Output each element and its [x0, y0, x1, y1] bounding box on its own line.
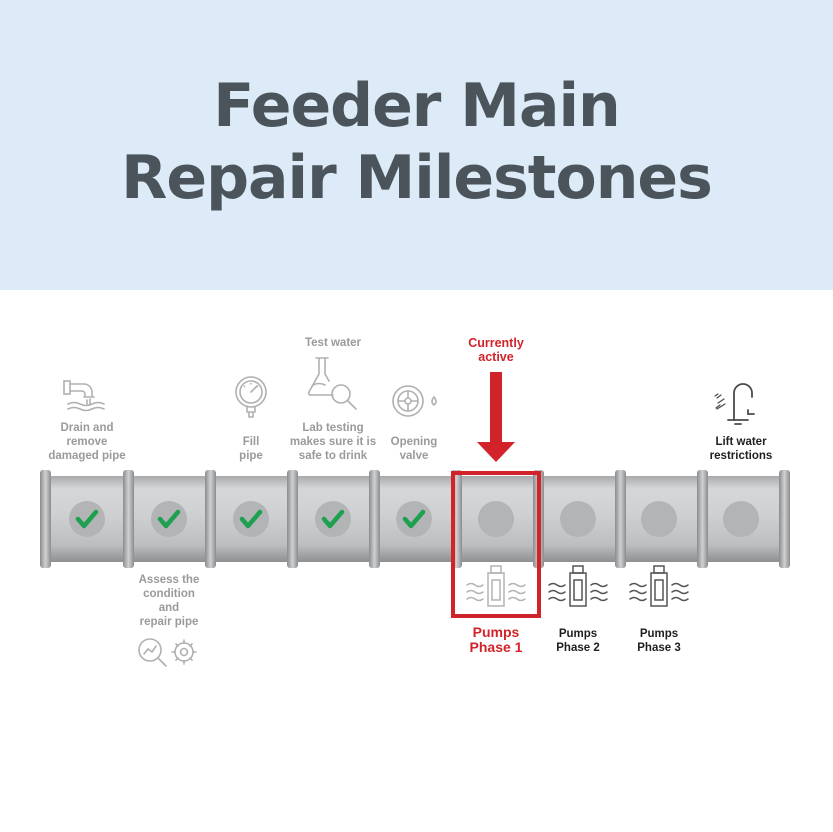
label-drain: Drain and remove damaged pipe — [27, 421, 147, 463]
lab-flask-icon — [307, 357, 357, 410]
status-circle — [69, 501, 105, 537]
label-lift: Lift water restrictions — [691, 435, 791, 463]
label-pumps-2: Pumps Phase 2 — [538, 627, 618, 655]
pipe-collar — [123, 470, 134, 568]
pump-icon — [629, 565, 689, 607]
title-line-2: Repair Milestones — [121, 143, 713, 213]
pipe-collar — [697, 470, 708, 568]
label-pumps-1: Pumps Phase 1 — [446, 625, 546, 655]
pipe-collar — [779, 470, 790, 568]
label-line: Lift water — [715, 436, 767, 448]
status-circle — [151, 501, 187, 537]
status-circle — [723, 501, 759, 537]
inspect-gear-icon — [138, 638, 197, 667]
check-icon — [239, 509, 263, 529]
label-assess: Assess the condition and repair pipe — [119, 573, 219, 629]
header-banner: Feeder Main Repair Milestones — [0, 0, 833, 290]
label-test-top: Test water — [283, 336, 383, 350]
check-icon — [402, 509, 426, 529]
status-circle — [233, 501, 269, 537]
label-line: Pumps — [639, 628, 679, 640]
pipe-collar — [369, 470, 380, 568]
label-line: Phase 2 — [556, 642, 600, 654]
pipe-collar — [615, 470, 626, 568]
label-line: Pumps — [558, 628, 598, 640]
label-test: Lab testing makes sure it is safe to dri… — [278, 421, 388, 463]
pipe-collars — [40, 470, 790, 568]
label-line: damaged pipe — [48, 450, 126, 462]
label-line: Currently — [468, 336, 524, 350]
current-arrow-icon — [477, 372, 515, 462]
label-fill: Fill pipe — [211, 435, 291, 463]
label-line: active — [478, 350, 514, 364]
label-line: Fill — [242, 436, 260, 448]
label-line: Drain and — [60, 422, 114, 434]
label-line: safe to drink — [298, 450, 368, 462]
check-marks — [75, 509, 426, 529]
page-title: Feeder Main Repair Milestones — [0, 70, 833, 214]
label-line: Assess the — [138, 574, 200, 586]
pressure-gauge-icon — [235, 376, 267, 418]
status-circle — [315, 501, 351, 537]
check-icon — [75, 509, 99, 529]
status-circle — [641, 501, 677, 537]
drain-pipe-icon — [63, 380, 105, 412]
label-line: Test water — [304, 337, 362, 349]
label-line: Lab testing — [302, 422, 364, 434]
faucet-icon — [714, 383, 755, 425]
label-line: valve — [399, 450, 429, 462]
check-icon — [321, 509, 345, 529]
status-circle — [396, 501, 432, 537]
check-icon — [157, 509, 181, 529]
pipe-collar — [205, 470, 216, 568]
label-line: Pumps — [472, 624, 520, 640]
label-line: restrictions — [709, 450, 773, 462]
valve-icon — [392, 385, 437, 417]
label-line: pipe — [239, 450, 263, 462]
status-circle — [560, 501, 596, 537]
pump-icon — [548, 565, 608, 607]
pipe-collar — [287, 470, 298, 568]
label-line: condition — [143, 588, 195, 600]
pipe-collar — [40, 470, 51, 568]
label-line: and — [158, 602, 180, 614]
pump-icon — [466, 565, 526, 607]
active-frame — [451, 471, 541, 618]
status-circle — [478, 501, 514, 537]
label-line: Phase 1 — [469, 639, 523, 655]
title-line-1: Feeder Main — [213, 71, 621, 141]
label-line: Opening — [390, 436, 438, 448]
label-line: makes sure it is — [289, 436, 377, 448]
label-pumps-3: Pumps Phase 3 — [619, 627, 699, 655]
label-currently-active: Currently active — [446, 336, 546, 364]
label-line: repair pipe — [139, 616, 199, 628]
label-line: Phase 3 — [637, 642, 681, 654]
label-valve: Opening valve — [374, 435, 454, 463]
label-line: remove — [66, 436, 108, 448]
